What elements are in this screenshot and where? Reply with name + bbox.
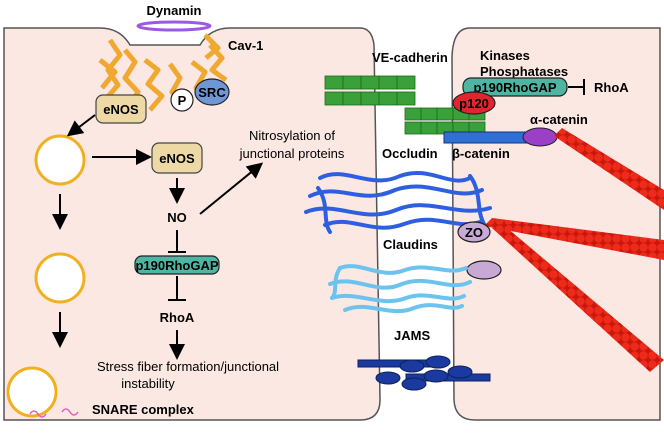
rhoa-right-label: RhoA (594, 80, 629, 95)
alpha-catenin-label: α-catenin (530, 112, 588, 127)
snare-squiggle (29, 408, 79, 418)
stress-line2: instability (121, 376, 175, 391)
p190-right-label: p190RhoGAP (473, 80, 556, 95)
enos-top-node (95, 94, 147, 124)
ve-cadherin-label: VE-cadherin (372, 50, 448, 65)
arrow-no-nitrosylation (199, 162, 264, 215)
occludin-strands (304, 170, 492, 234)
phosphatases-label: Phosphatases (480, 64, 568, 79)
no-label: NO (167, 210, 187, 225)
left-cell (3, 27, 381, 421)
zo-label: ZO (465, 225, 483, 240)
cav1-label: Cav-1 (228, 38, 263, 53)
dynamin-ring (136, 20, 212, 32)
vesicle-2 (34, 252, 86, 304)
src-node (194, 78, 230, 106)
beta-catenin-bar (443, 131, 529, 144)
ve-cadherin-left (324, 75, 416, 106)
p190-right-node (462, 77, 568, 97)
p120-label: p120 (459, 96, 489, 111)
enos-top-label: eNOS (103, 102, 139, 117)
zo-node (457, 221, 491, 243)
phosphate-label: P (178, 93, 187, 108)
zo-node-2 (466, 260, 502, 280)
p120-node (452, 91, 496, 115)
p190-left-node (134, 255, 220, 275)
snare-label: SNARE complex (92, 402, 195, 417)
alpha-catenin-node (522, 127, 558, 147)
phosphate-node (170, 88, 194, 112)
stress-line1: Stress fiber formation/junctional (97, 359, 279, 374)
rhoa-left-label: RhoA (160, 310, 195, 325)
enos-mid-node (151, 142, 203, 174)
claudins-label: Claudins (383, 237, 438, 252)
p190-left-label: p190RhoGAP (135, 258, 218, 273)
arrow-enos-vesicle (66, 114, 96, 137)
dynamin-label: Dynamin (147, 3, 202, 18)
enos-mid-label: eNOS (159, 151, 195, 166)
actin-filaments (484, 128, 664, 372)
nitrosylation-line1: Nitrosylation of (249, 128, 335, 143)
jams-complex (357, 355, 491, 391)
occludin-label: Occludin (382, 146, 438, 161)
src-label: SRC (198, 85, 226, 100)
kinases-label: Kinases (480, 48, 530, 63)
nitrosylation-line2: junctional proteins (239, 146, 345, 161)
beta-catenin-label: β-catenin (452, 146, 510, 161)
jams-label: JAMS (394, 328, 430, 343)
vesicle-3 (6, 366, 58, 418)
vesicle-1 (34, 134, 86, 186)
claudin-strands (328, 264, 472, 314)
